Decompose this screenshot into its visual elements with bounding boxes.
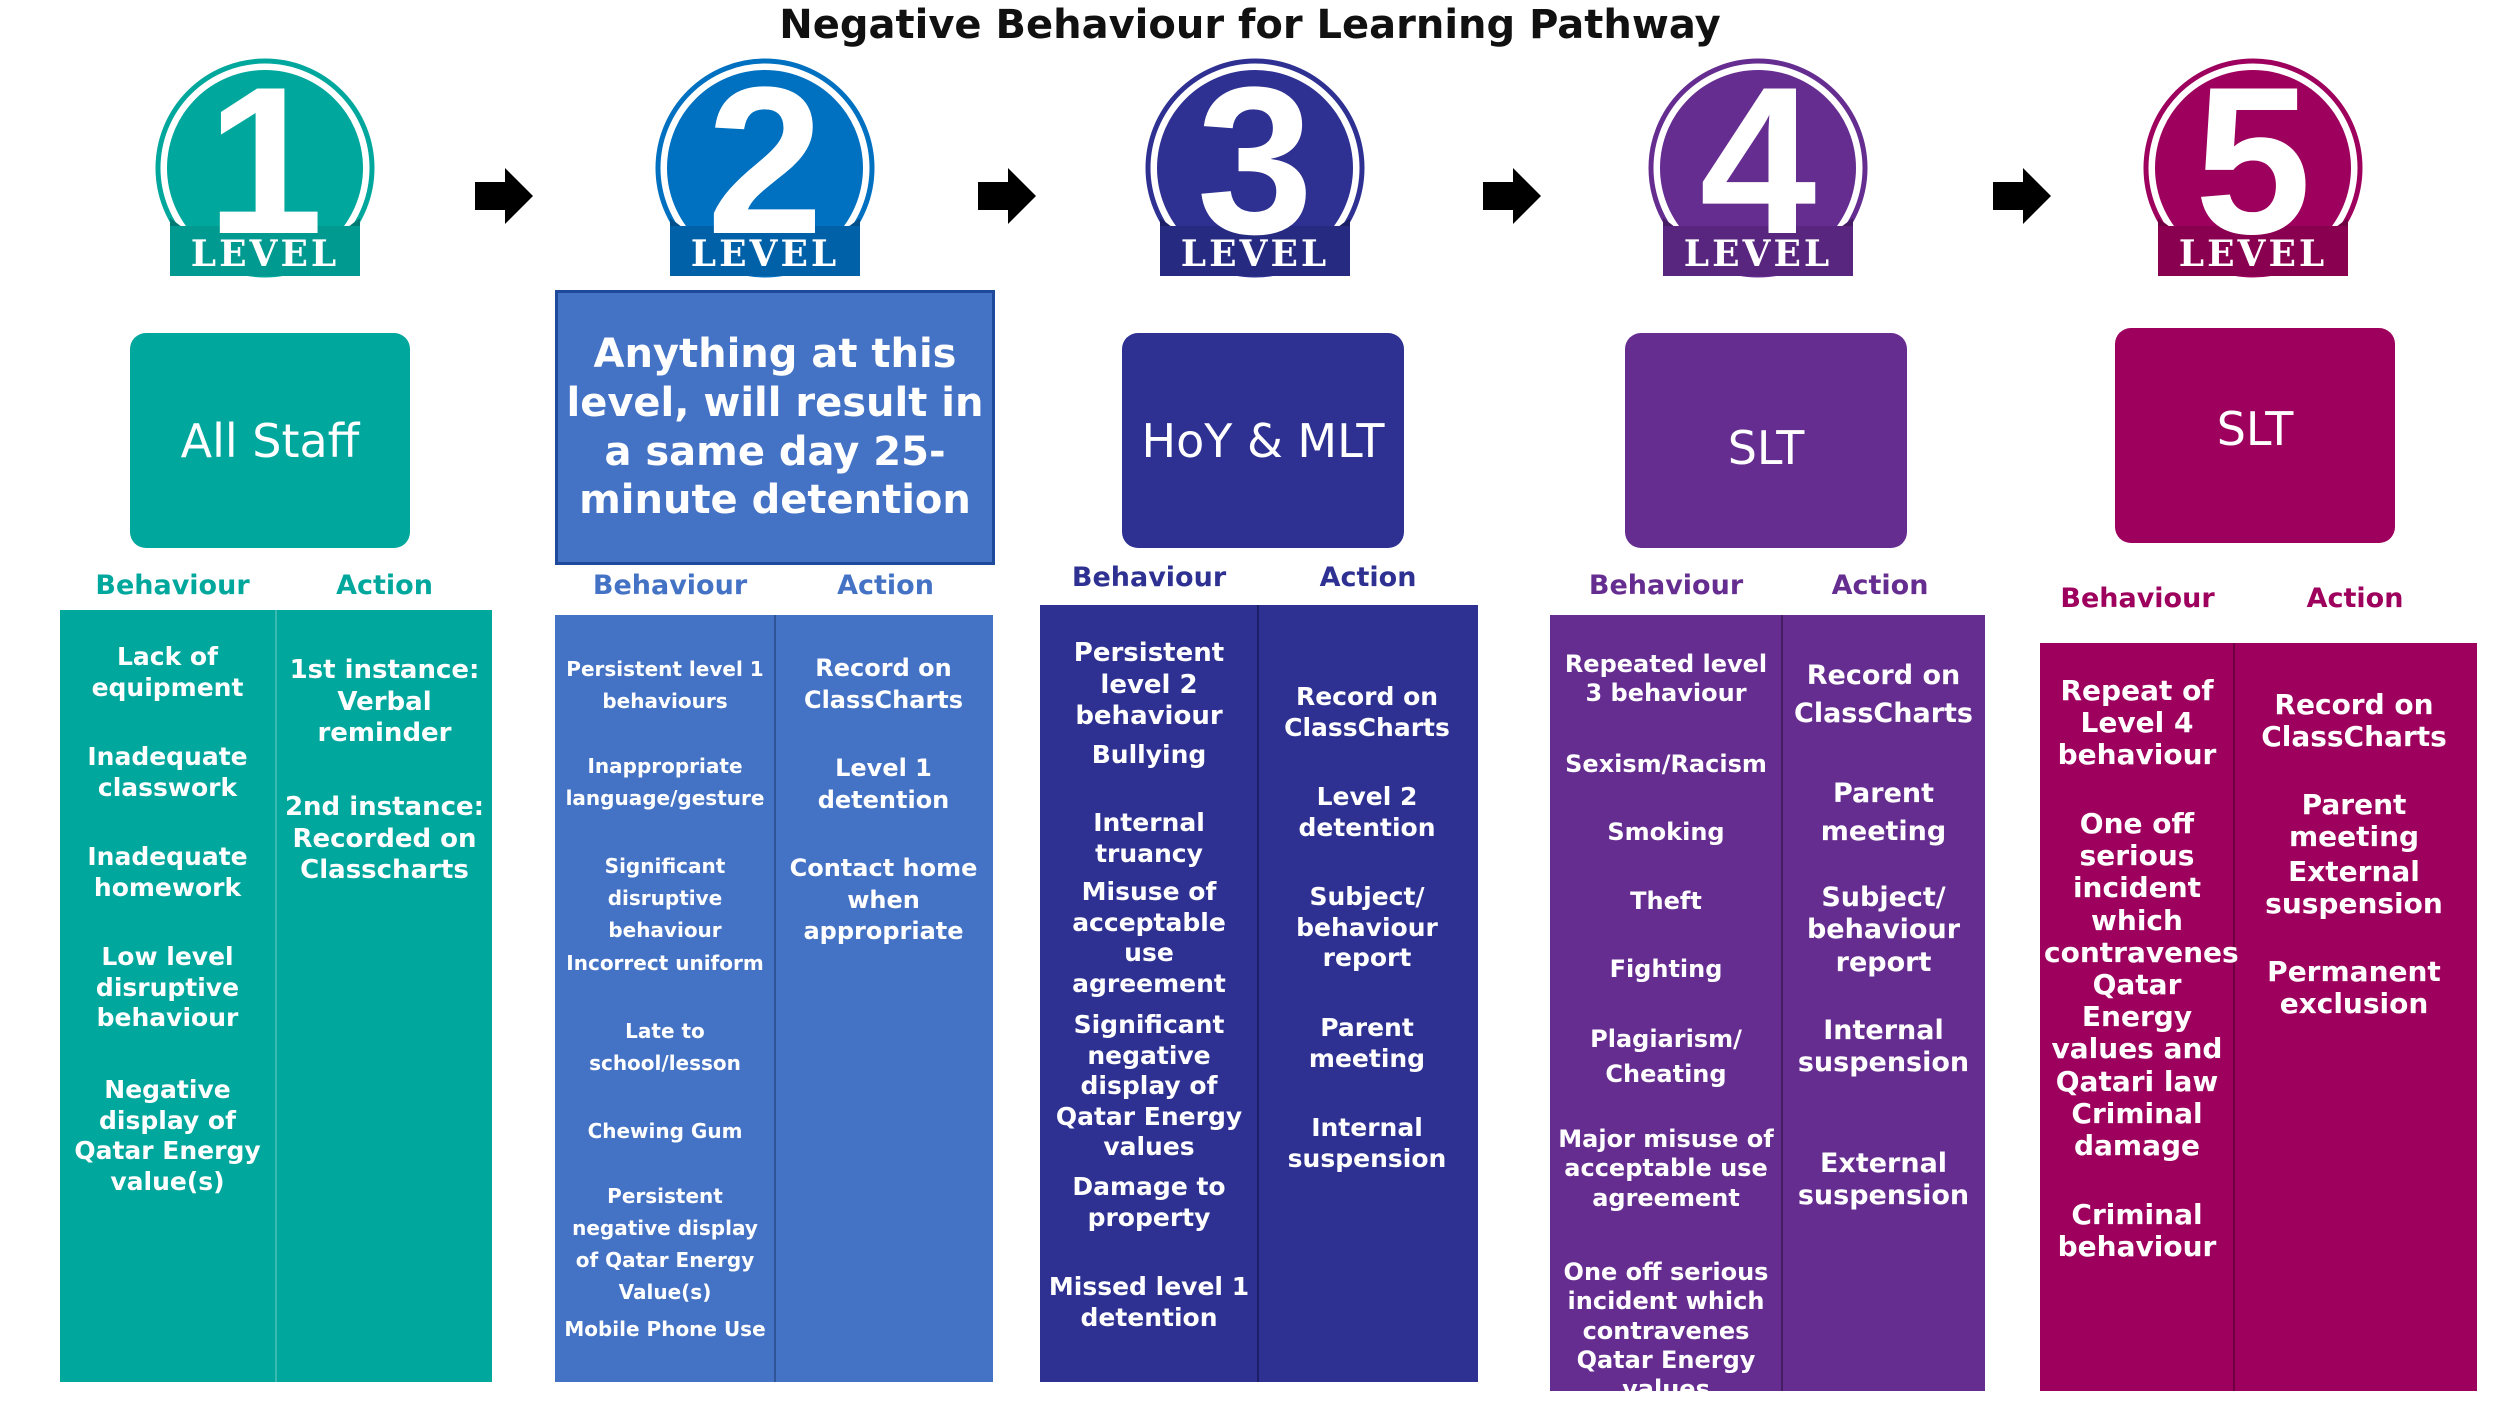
behaviour-item: Inadequate homework bbox=[87, 842, 248, 902]
behaviour-header-level-2: Behaviour bbox=[592, 570, 748, 601]
action-header-level-1: Action bbox=[336, 570, 433, 601]
action-item: Level 1 detention bbox=[817, 754, 950, 814]
action-item: Internal suspension bbox=[1287, 1113, 1447, 1173]
action-header-level-2: Action bbox=[837, 570, 934, 601]
action-header-level-4: Action bbox=[1831, 570, 1929, 601]
behaviour-item: Plagiarism/ Cheating bbox=[1590, 1025, 1742, 1088]
behaviour-item: One off serious incident which contraven… bbox=[2044, 807, 2239, 1098]
behaviour-item: Persistent level 1 behaviours bbox=[566, 657, 764, 713]
level-4-panel: Repeated level 3 behaviour Sexism/Racism… bbox=[1550, 615, 1985, 1403]
behaviour-item: Damage to property bbox=[1072, 1172, 1226, 1232]
role-box-level-2: Anything at this level, will result in a… bbox=[555, 290, 995, 565]
behaviour-item: Persistent level 2 behaviour bbox=[1073, 638, 1225, 732]
action-item: Parent meeting bbox=[2288, 788, 2420, 854]
action-item: Contact home when appropriate bbox=[789, 854, 978, 946]
level-1-ribbon: LEVEL bbox=[191, 233, 339, 275]
action-item: Record on ClassCharts bbox=[1284, 682, 1450, 742]
behaviour-item: Theft bbox=[1630, 887, 1702, 915]
level-5-badge: 5 LEVEL bbox=[2138, 43, 2368, 288]
level-5-panel: Repeat of Level 4 behaviour One off seri… bbox=[2040, 643, 2477, 1391]
behaviour-item: Fighting bbox=[1609, 955, 1723, 983]
action-item: Parent meeting bbox=[1308, 1013, 1426, 1073]
level-4-ribbon: LEVEL bbox=[1684, 233, 1832, 275]
action-item: Level 2 detention bbox=[1298, 782, 1436, 842]
behaviour-item: Smoking bbox=[1607, 818, 1725, 846]
level-5-number: 5 bbox=[2195, 43, 2312, 278]
action-item: Record on ClassCharts bbox=[1794, 660, 1973, 729]
action-item: Internal suspension bbox=[1797, 1015, 1970, 1079]
behaviour-item: Repeated level 3 behaviour bbox=[1564, 650, 1768, 708]
action-item: External suspension bbox=[1797, 1148, 1970, 1212]
behaviour-item: Incorrect uniform bbox=[566, 951, 764, 975]
action-item: Parent meeting bbox=[1820, 778, 1947, 847]
level-1-number: 1 bbox=[207, 43, 324, 278]
behaviour-item: Internal truancy bbox=[1093, 808, 1205, 868]
level-3-badge: 3 LEVEL bbox=[1140, 43, 1370, 288]
role-box-level-4: SLT bbox=[1625, 333, 1907, 548]
arrow-icon bbox=[475, 168, 533, 224]
action-item: Subject/ behaviour report bbox=[1806, 882, 1961, 978]
level-2-badge: 2 LEVEL bbox=[650, 43, 880, 288]
behaviour-item: Significant disruptive behaviour bbox=[604, 854, 726, 942]
arrow-icon bbox=[1483, 168, 1541, 224]
level-5-ribbon: LEVEL bbox=[2179, 233, 2327, 275]
level-2-number: 2 bbox=[707, 43, 824, 278]
level-1-panel: Lack of equipment Inadequate classwork I… bbox=[60, 610, 492, 1382]
level-3-number: 3 bbox=[1197, 43, 1314, 278]
behaviour-item: Late to school/lesson bbox=[589, 1019, 741, 1075]
behaviour-header-level-3: Behaviour bbox=[1071, 562, 1227, 593]
page-title: Negative Behaviour for Learning Pathway bbox=[779, 2, 1721, 48]
behaviour-item: Repeat of Level 4 behaviour bbox=[2057, 674, 2217, 772]
behaviour-item: Negative display of Qatar Energy value(s… bbox=[74, 1075, 261, 1196]
action-header-level-3: Action bbox=[1319, 562, 1417, 593]
behaviour-item: Bullying bbox=[1091, 740, 1207, 769]
behaviour-item: Significant negative display of Qatar En… bbox=[1055, 1010, 1243, 1161]
behaviour-item: Missed level 1 detention bbox=[1048, 1272, 1250, 1332]
level-3-panel: Persistent level 2 behaviour Bullying In… bbox=[1040, 605, 1478, 1382]
action-item: Record on ClassCharts bbox=[2261, 688, 2447, 754]
level-3-ribbon: LEVEL bbox=[1181, 233, 1329, 275]
action-header-level-5: Action bbox=[2306, 583, 2404, 614]
behaviour-item: Low level disruptive behaviour bbox=[95, 942, 240, 1032]
action-item: Permanent exclusion bbox=[2267, 955, 2441, 1021]
action-item: 1st instance: Verbal reminder bbox=[289, 655, 480, 749]
level-4-badge: 4 LEVEL bbox=[1643, 43, 1873, 288]
behaviour-item: Chewing Gum bbox=[587, 1119, 743, 1143]
action-item: 2nd instance: Recorded on Classcharts bbox=[284, 792, 485, 886]
level-4-number: 4 bbox=[1700, 43, 1817, 278]
role-box-level-1: All Staff bbox=[130, 333, 410, 548]
role-box-level-5: SLT bbox=[2115, 328, 2395, 543]
behaviour-item: Sexism/Racism bbox=[1565, 750, 1767, 778]
behaviour-item: Lack of equipment bbox=[91, 642, 244, 702]
behaviour-item: Inappropriate language/gesture bbox=[565, 754, 765, 810]
behaviour-item: Inadequate classwork bbox=[87, 742, 248, 802]
behaviour-item: Criminal damage bbox=[2071, 1097, 2203, 1163]
behaviour-header-level-4: Behaviour bbox=[1588, 570, 1744, 601]
level-2-panel: Persistent level 1 behaviours Inappropri… bbox=[555, 615, 993, 1382]
role-box-level-3: HoY & MLT bbox=[1122, 333, 1404, 548]
action-item: Subject/ behaviour report bbox=[1296, 882, 1438, 972]
behaviour-header-level-1: Behaviour bbox=[95, 570, 250, 601]
behaviour-header-level-5: Behaviour bbox=[2060, 583, 2215, 614]
level-2-ribbon: LEVEL bbox=[691, 233, 839, 275]
level-1-badge: 1 LEVEL bbox=[150, 43, 380, 288]
behaviour-item: One off serious incident which contraven… bbox=[1563, 1258, 1769, 1404]
behaviour-item: Mobile Phone Use bbox=[564, 1317, 766, 1341]
arrow-icon bbox=[1993, 168, 2051, 224]
behaviour-item: Major misuse of acceptable use agreement bbox=[1558, 1125, 1774, 1212]
behaviour-item: Misuse of acceptable use agreement bbox=[1072, 877, 1226, 998]
arrow-icon bbox=[978, 168, 1036, 224]
behaviour-item: Criminal behaviour bbox=[2057, 1198, 2217, 1264]
behaviour-item: Persistent negative display of Qatar Ene… bbox=[572, 1184, 758, 1304]
action-item: Record on ClassCharts bbox=[803, 654, 964, 714]
action-item: External suspension bbox=[2265, 855, 2443, 921]
